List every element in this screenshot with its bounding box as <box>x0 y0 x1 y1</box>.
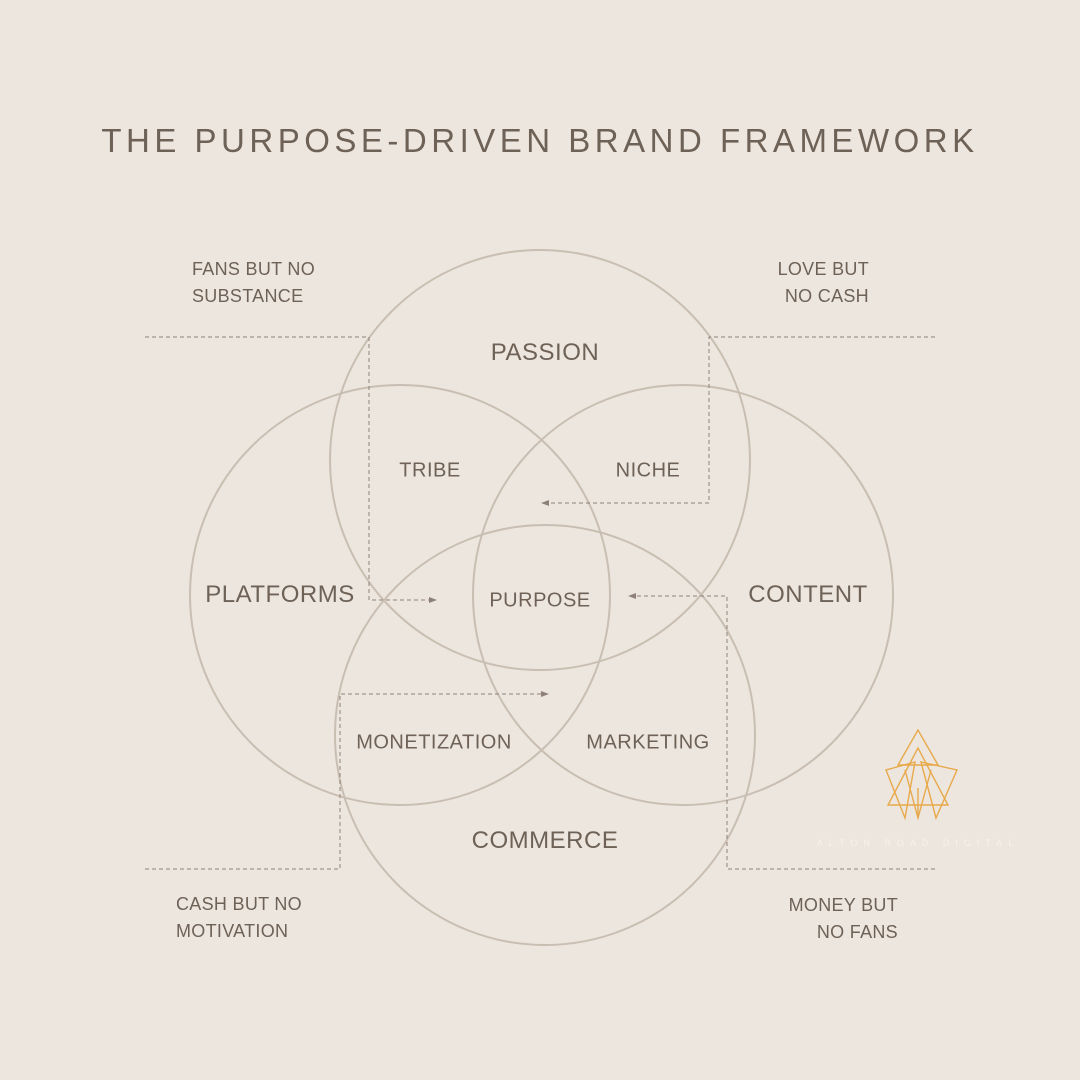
arrowhead-bottom-right <box>628 593 636 599</box>
triangle-logo-icon <box>885 728 958 821</box>
connector-bottom-right <box>632 595 935 870</box>
arrowhead-top-left <box>429 597 437 603</box>
label-platforms: PLATFORMS <box>205 581 355 608</box>
label-niche: NICHE <box>615 459 681 482</box>
corner-note-bottom-left: CASH BUT NO MOTIVATION <box>176 891 302 945</box>
corner-note-top-right: LOVE BUT NO CASH <box>778 256 869 310</box>
note-line: LOVE BUT <box>777 259 869 279</box>
note-line: MOTIVATION <box>176 921 289 941</box>
page-title: THE PURPOSE-DRIVEN BRAND FRAMEWORK <box>101 122 979 159</box>
corner-note-top-left: FANS BUT NO SUBSTANCE <box>192 256 315 310</box>
connector-top-right <box>545 336 935 504</box>
note-line: FANS BUT NO <box>192 259 315 279</box>
connector-top-left <box>145 336 433 601</box>
label-monetization: MONETIZATION <box>356 731 512 754</box>
circle-platforms <box>189 384 611 806</box>
label-commerce: COMMERCE <box>471 827 619 854</box>
note-line: NO FANS <box>816 922 898 942</box>
brand-name: ALTON ROAD DIGITAL <box>816 838 1020 848</box>
label-tribe: TRIBE <box>399 459 461 482</box>
note-line: CASH BUT NO <box>176 894 302 914</box>
label-purpose: PURPOSE <box>489 589 591 612</box>
label-content: CONTENT <box>748 581 868 608</box>
arrowhead-top-right <box>541 500 549 506</box>
circle-commerce <box>334 524 756 946</box>
corner-note-bottom-right: MONEY BUT NO FANS <box>789 892 898 946</box>
label-marketing: MARKETING <box>586 731 710 754</box>
circle-content <box>472 384 894 806</box>
circle-passion <box>329 249 751 671</box>
connector-bottom-left <box>145 693 545 870</box>
arrowhead-bottom-left <box>541 691 549 697</box>
note-line: NO CASH <box>784 286 869 306</box>
label-passion: PASSION <box>490 339 600 366</box>
note-line: SUBSTANCE <box>192 286 304 306</box>
note-line: MONEY BUT <box>788 895 898 915</box>
